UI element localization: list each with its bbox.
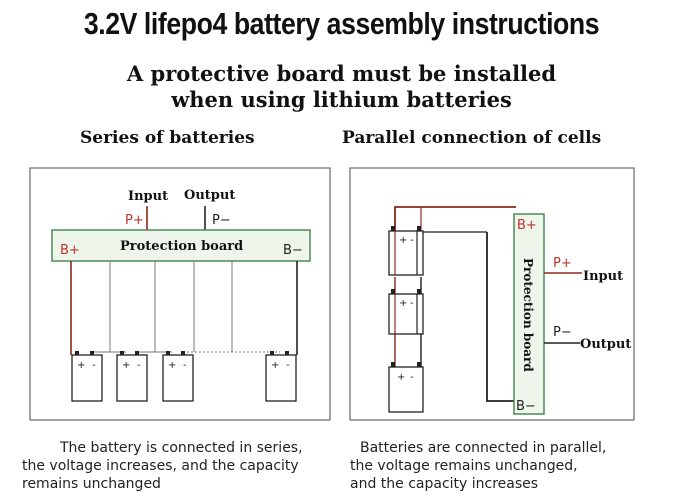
- parallel-p-plus-label: P+: [553, 256, 572, 271]
- page-title: 3.2V lifepo4 battery assembly instructio…: [83, 6, 600, 41]
- series-battery-1: + -: [71, 351, 103, 402]
- series-heading: Series of batteries: [80, 128, 255, 148]
- series-diagram: Input Output P+ P− B+ Protection board B…: [29, 167, 331, 421]
- series-battery-2: + -: [116, 351, 148, 402]
- subtitle-line-2: when using lithium batteries: [171, 87, 512, 112]
- svg-text:+: +: [77, 360, 85, 371]
- svg-text:-: -: [183, 360, 187, 371]
- svg-text:+: +: [168, 360, 176, 371]
- parallel-b-plus-wire: [394, 206, 516, 232]
- parallel-b-plus-label: B+: [517, 218, 537, 233]
- series-p-plus-label: P+: [125, 213, 144, 228]
- subtitle-line-1: A protective board must be installed: [126, 61, 557, 86]
- svg-text:+: +: [122, 360, 130, 371]
- series-p-minus-label: P−: [212, 213, 231, 228]
- parallel-battery-3: + -: [388, 362, 424, 413]
- series-caption-line-1: The battery is connected in series,: [60, 440, 303, 456]
- parallel-battery-1: + -: [388, 226, 424, 276]
- parallel-heading: Parallel connection of cells: [342, 128, 602, 148]
- svg-text:-: -: [137, 360, 141, 371]
- svg-text:+: +: [399, 235, 407, 246]
- parallel-caption: Batteries are connected in parallel, the…: [350, 439, 680, 493]
- svg-text:-: -: [410, 298, 414, 309]
- series-b-minus-label: B−: [283, 243, 303, 258]
- svg-text:-: -: [286, 360, 290, 371]
- parallel-protection-board: [513, 213, 545, 415]
- series-input-label: Input: [128, 189, 168, 204]
- parallel-p-minus-label: P−: [553, 325, 572, 340]
- parallel-battery-2: + -: [388, 289, 424, 335]
- series-board-label: Protection board: [120, 239, 243, 254]
- parallel-b-minus-label: B−: [516, 399, 536, 414]
- parallel-caption-line-3: and the capacity increases: [350, 476, 539, 492]
- series-battery-3: + -: [162, 351, 194, 402]
- svg-text:-: -: [410, 235, 414, 246]
- svg-text:-: -: [92, 360, 96, 371]
- series-output-label: Output: [184, 188, 235, 203]
- series-caption-line-2: the voltage increases, and the capacity: [22, 458, 299, 474]
- parallel-input-label: Input: [583, 269, 623, 284]
- parallel-output-label: Output: [580, 337, 631, 352]
- series-caption: The battery is connected in series, the …: [22, 439, 340, 493]
- series-protection-board: [51, 229, 311, 262]
- series-battery-4: + -: [265, 351, 297, 402]
- parallel-caption-line-2: the voltage remains unchanged,: [350, 458, 578, 474]
- parallel-b-minus-wire: [486, 232, 516, 402]
- svg-text:+: +: [397, 372, 405, 383]
- svg-text:-: -: [410, 372, 414, 383]
- series-b-plus-label: B+: [60, 243, 80, 258]
- parallel-diagram: + - + - + - B+ B− Protection board P+ In…: [349, 167, 635, 421]
- series-caption-line-3: remains unchanged: [22, 476, 161, 492]
- parallel-caption-line-1: Batteries are connected in parallel,: [360, 440, 607, 456]
- parallel-board-label: Protection board: [521, 258, 535, 372]
- svg-text:+: +: [271, 360, 279, 371]
- svg-text:+: +: [399, 298, 407, 309]
